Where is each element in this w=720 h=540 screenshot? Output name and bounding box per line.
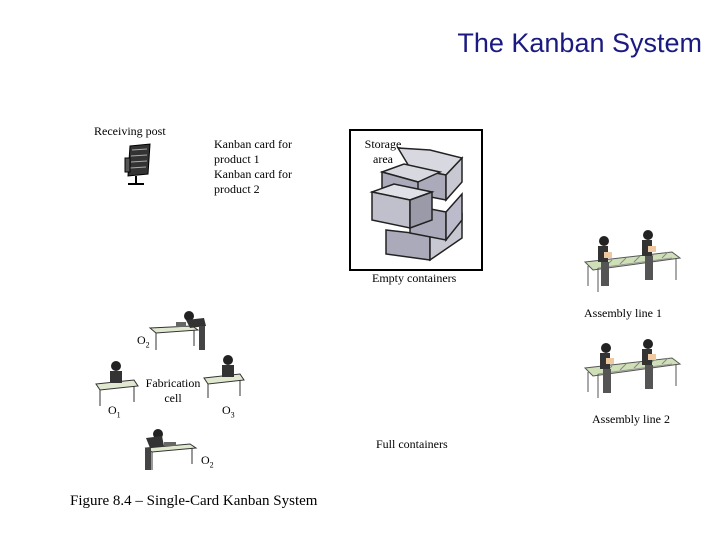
operator-o2-bottom-label: O2 [201,453,214,470]
full-containers-label: Full containers [376,437,448,451]
receiving-post-icon [124,143,151,185]
workstation-o2-bottom-icon [144,429,198,470]
fabrication-cell-label: Fabrication cell [145,376,201,405]
kanban-card-product-1-label: Kanban card for product 1 [214,137,292,166]
storage-area-label: Storage area [364,137,402,166]
workstation-o3-icon [203,355,245,398]
storage-containers [369,147,464,262]
workstation-o2-top-icon [148,311,206,350]
assembly-line-2-label: Assembly line 2 [592,412,670,426]
empty-containers-label: Empty containers [372,271,457,285]
workstation-o1-icon [95,361,139,406]
kanban-card-product-2-label: Kanban card for product 2 [214,167,292,196]
assembly-line-1-label: Assembly line 1 [584,306,662,320]
assembly-line-1-icon [583,230,682,292]
operator-o1-label: O1 [108,403,121,420]
assembly-line-2-icon [583,339,682,398]
receiving-post-label: Receiving post [94,124,166,138]
operator-o3-label: O3 [222,403,235,420]
slide-title: The Kanban System [457,28,702,58]
figure-caption: Figure 8.4 – Single-Card Kanban System [70,493,318,509]
operator-o2-top-label: O2 [137,333,150,350]
